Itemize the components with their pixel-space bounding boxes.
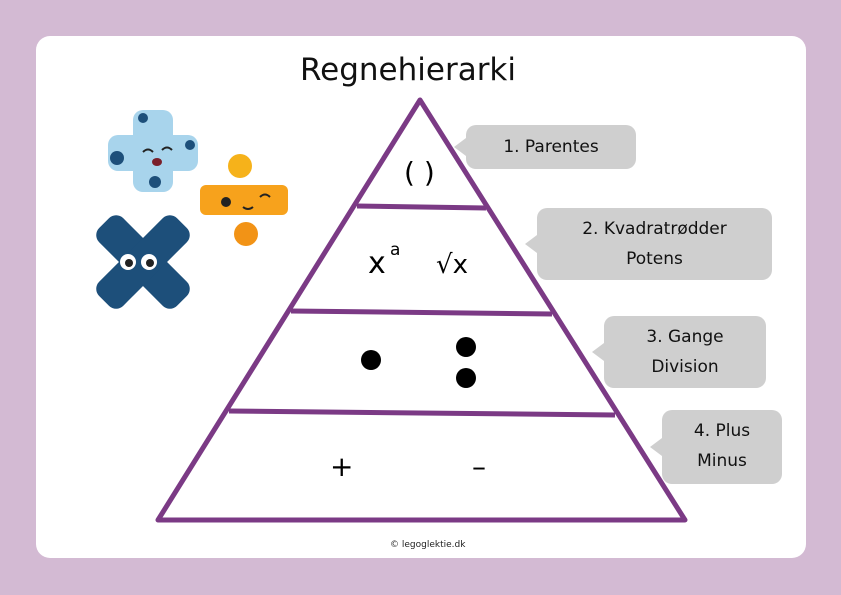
sqrt-symbol: √x bbox=[436, 250, 468, 280]
times-character-icon bbox=[96, 215, 190, 309]
callout-label: Minus bbox=[697, 451, 747, 471]
power-base-symbol: x bbox=[368, 246, 386, 281]
pyramid bbox=[155, 97, 688, 523]
callout-label: 4. Plus bbox=[693, 421, 751, 441]
callout-level-2: 2. Kvadratrødder Potens bbox=[525, 208, 772, 280]
divide-character-icon bbox=[200, 154, 288, 246]
division-dot-bottom-icon bbox=[456, 368, 476, 388]
multiply-dot-icon bbox=[361, 350, 381, 370]
page-title: Regnehierarki bbox=[300, 52, 517, 88]
callout-label: 1. Parentes bbox=[503, 137, 599, 157]
division-dot-top-icon bbox=[456, 337, 476, 357]
callout-level-3: 3. Gange Division bbox=[592, 316, 766, 388]
parentheses-symbol: ( ) bbox=[404, 156, 435, 189]
copyright-text: © legoglektie.dk bbox=[390, 540, 466, 550]
power-exponent-symbol: a bbox=[390, 240, 401, 260]
callout-label: 3. Gange bbox=[646, 327, 724, 347]
plus-character-icon bbox=[108, 110, 198, 192]
callout-label: Division bbox=[651, 357, 719, 377]
callout-label: 2. Kvadratrødder bbox=[582, 219, 727, 239]
plus-symbol: + bbox=[330, 450, 354, 483]
callout-level-4: 4. Plus Minus bbox=[650, 410, 782, 484]
callout-label: Potens bbox=[626, 249, 683, 269]
callout-level-1: 1. Parentes bbox=[454, 125, 636, 169]
minus-symbol: – bbox=[472, 450, 486, 483]
